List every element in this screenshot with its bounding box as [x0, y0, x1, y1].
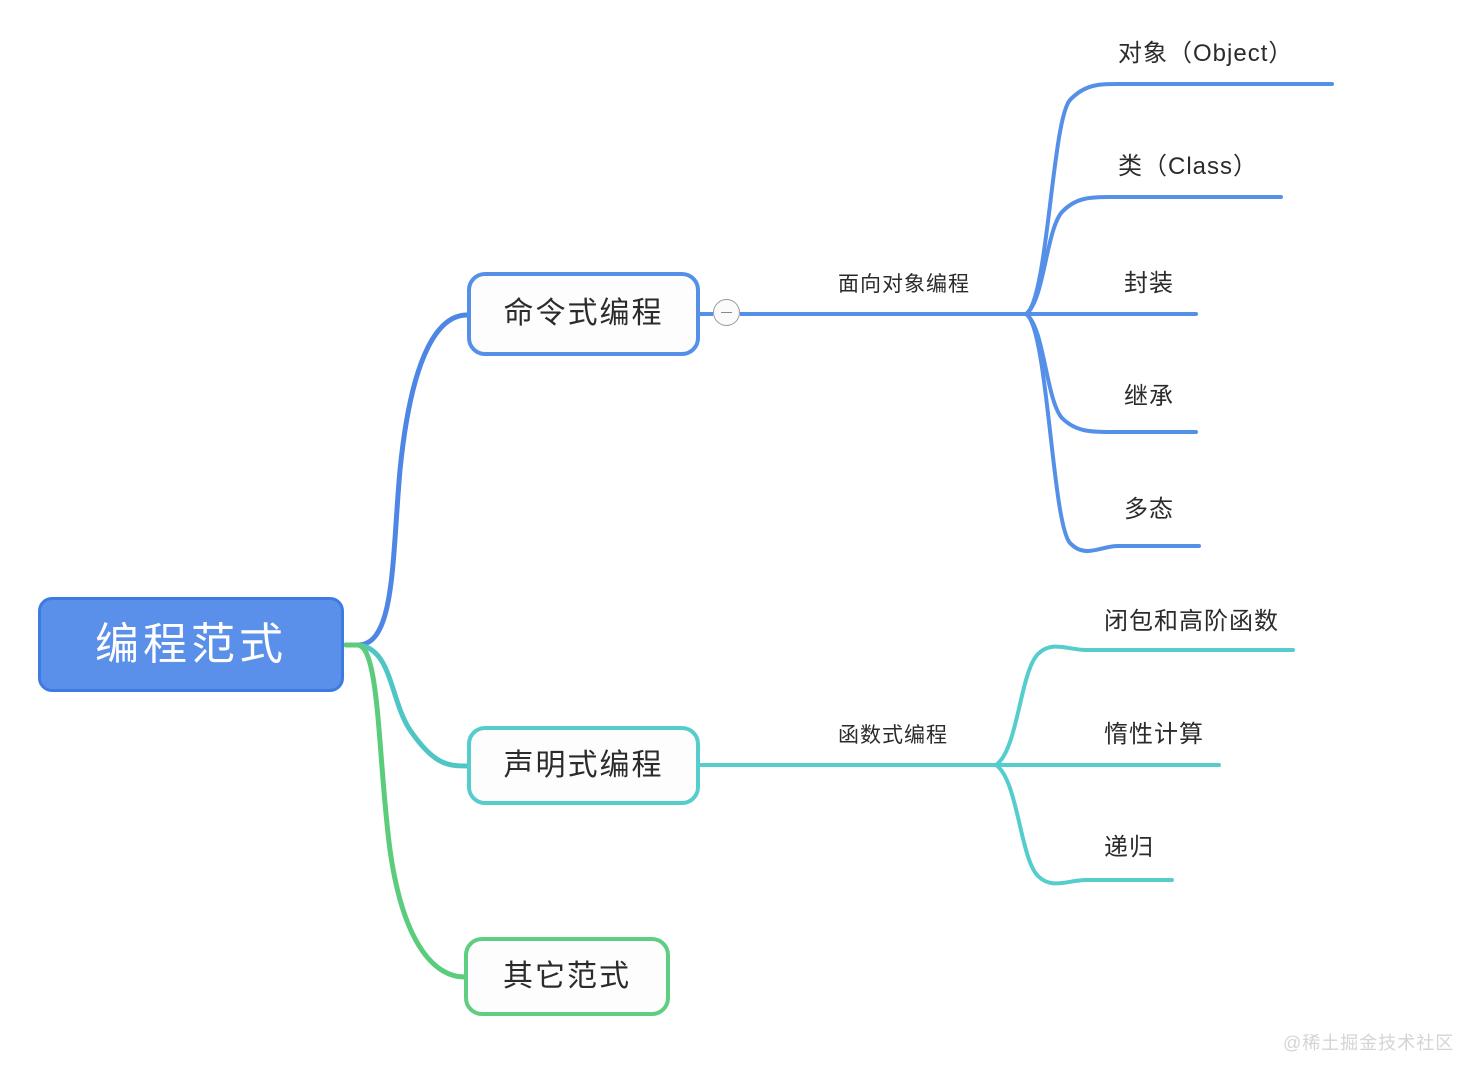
leaf-label-encapsulation[interactable]: 封装 [1124, 270, 1174, 297]
watermark: @稀土掘金技术社区 [1283, 1033, 1455, 1053]
branch-node-imperative[interactable]: 命令式编程 [467, 272, 700, 356]
edge-root-to-declarative [343, 642, 470, 769]
branch-node-other-label: 其它范式 [503, 959, 631, 993]
minus-icon [721, 311, 732, 314]
leaf-label-class[interactable]: 类（Class） [1118, 153, 1259, 180]
edge-root-to-other [343, 642, 467, 980]
branch-node-other[interactable]: 其它范式 [464, 937, 670, 1016]
mid-label-oop[interactable]: 面向对象编程 [838, 273, 970, 296]
edge-oop-to-inheritance [1024, 312, 1198, 434]
edge-root-to-imperative [343, 312, 470, 648]
mid-label-fp[interactable]: 函数式编程 [838, 724, 948, 747]
collapse-toggle-imperative[interactable] [713, 299, 740, 326]
leaf-label-recursion[interactable]: 递归 [1104, 834, 1154, 861]
leaf-label-inheritance[interactable]: 继承 [1124, 383, 1174, 410]
leaf-label-closures-and-hof[interactable]: 闭包和高阶函数 [1104, 608, 1279, 635]
edge-fp-to-recursion [994, 763, 1174, 886]
branch-node-declarative[interactable]: 声明式编程 [467, 726, 700, 805]
root-node-label: 编程范式 [95, 619, 287, 669]
branch-node-imperative-label: 命令式编程 [503, 297, 664, 330]
edge-oop-to-object [1024, 82, 1334, 316]
leaf-label-object[interactable]: 对象（Object） [1118, 40, 1294, 67]
leaf-label-lazy-evaluation[interactable]: 惰性计算 [1104, 721, 1204, 748]
leaf-label-polymorphism[interactable]: 多态 [1124, 496, 1174, 523]
branch-node-declarative-label: 声明式编程 [503, 748, 664, 782]
root-node[interactable]: 编程范式 [38, 597, 344, 692]
